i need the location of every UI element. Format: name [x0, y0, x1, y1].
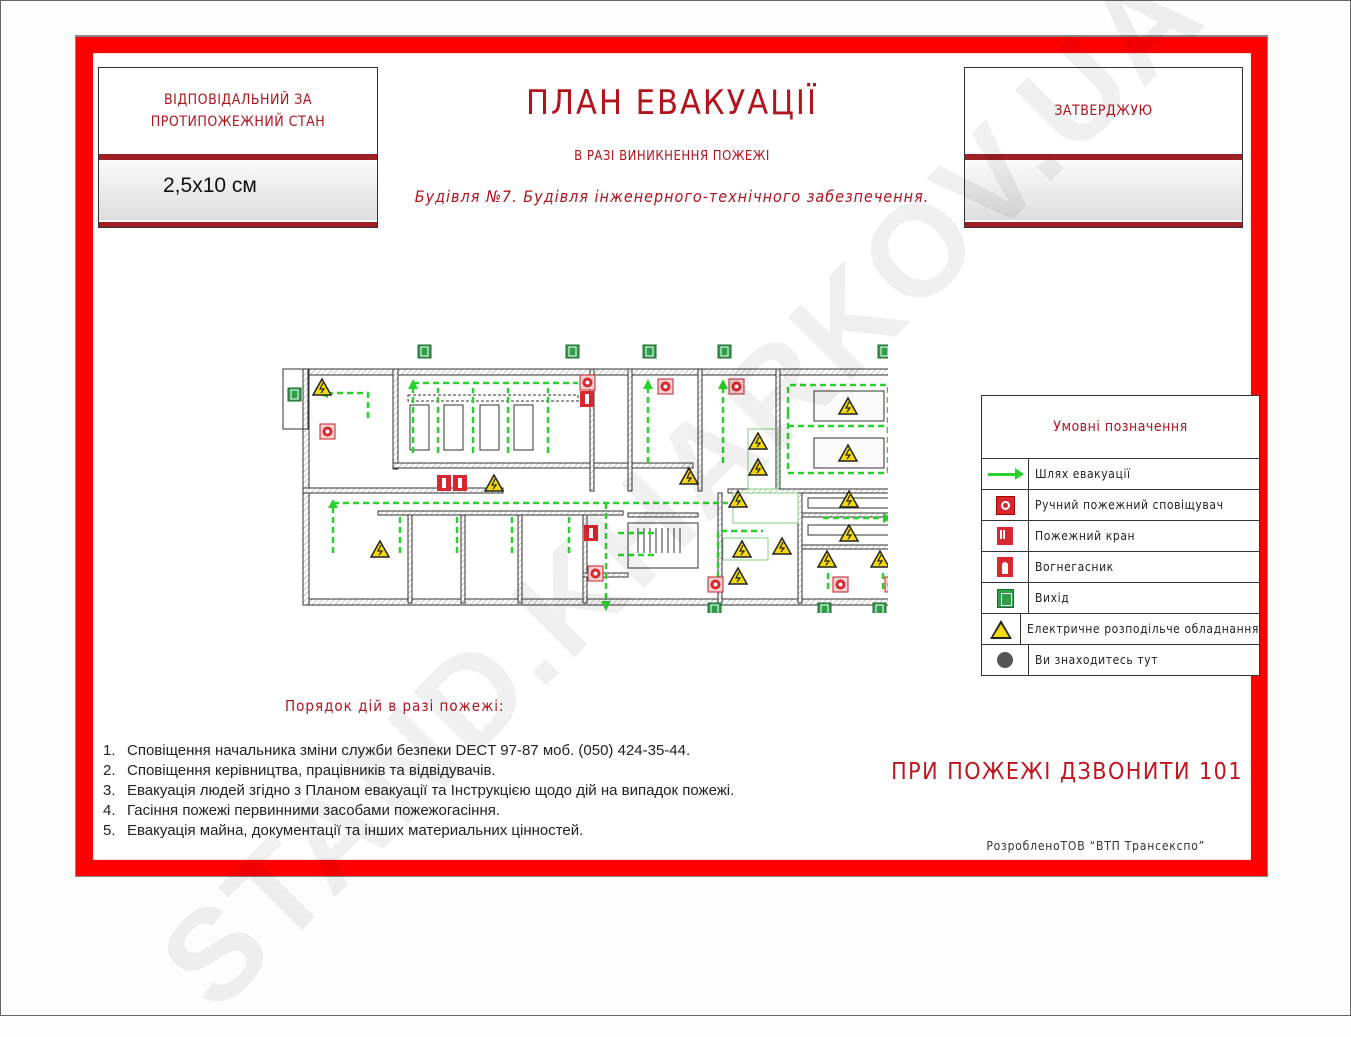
- procedure-step: 1.Сповіщення начальника зміни служби без…: [103, 742, 691, 759]
- poster-frame: ВІДПОВІДАЛЬНИЙ ЗА ПРОТИПОЖЕЖНИЙ СТАН 2,5…: [75, 35, 1268, 877]
- fire-extinguisher-icon: [997, 557, 1013, 577]
- legend-label: Вогнегасник: [1035, 560, 1114, 574]
- legend-table: Умовні позначення Шлях евакуації Ручний …: [981, 395, 1260, 676]
- procedure-steps: 1.Сповіщення начальника зміни служби без…: [103, 741, 734, 841]
- page-title: ПЛАН ЕВАКУАЦІЇ: [526, 83, 818, 123]
- procedure-step: 5.Евакуація майна, документації та інших…: [103, 822, 584, 839]
- responsible-label: ВІДПОВІДАЛЬНИЙ ЗА ПРОТИПОЖЕЖНИЙ СТАН: [99, 68, 377, 154]
- poster-body: ВІДПОВІДАЛЬНИЙ ЗА ПРОТИПОЖЕЖНИЙ СТАН 2,5…: [93, 53, 1260, 860]
- procedure-step: 4.Гасіння пожежі первинними засобами пож…: [103, 802, 501, 819]
- legend-row-fire-hose: Пожежний кран: [982, 521, 1259, 552]
- legend-label: Ручний пожежний сповіщувач: [1035, 498, 1224, 512]
- you-are-here-icon: [997, 652, 1013, 668]
- name-plate-slot: 2,5х10 см: [99, 160, 377, 220]
- developer-credit: РозробленоТОВ “ВТП Трансекспо”: [986, 839, 1205, 853]
- legend-label: Вихід: [1035, 591, 1070, 605]
- responsible-label-line2: ПРОТИПОЖЕЖНИЙ СТАН: [150, 114, 326, 130]
- bottom-bar: [965, 222, 1242, 227]
- approval-box: ЗАТВЕРДЖУЮ: [964, 67, 1243, 228]
- legend-row-evacuation-route: Шлях евакуації: [982, 459, 1259, 490]
- legend-row-extinguisher: Вогнегасник: [982, 552, 1259, 583]
- legend-title: Умовні позначення: [982, 396, 1259, 459]
- legend-row-exit: Вихід: [982, 583, 1259, 614]
- legend-label: Електричне розподільче обладнання: [1027, 622, 1259, 636]
- signature-slot: [965, 160, 1242, 220]
- legend-label: Шлях евакуації: [1035, 467, 1131, 481]
- responsible-label-line1: ВІДПОВІДАЛЬНИЙ ЗА: [163, 92, 312, 108]
- plate-size-text: 2,5х10 см: [163, 174, 257, 197]
- manual-fire-alarm-icon: [995, 495, 1015, 515]
- responsible-person-box: ВІДПОВІДАЛЬНИЙ ЗА ПРОТИПОЖЕЖНИЙ СТАН 2,5…: [98, 67, 378, 228]
- exit-icon: [996, 588, 1014, 608]
- legend-label: Ви знаходитесь тут: [1035, 653, 1159, 667]
- legend-row-you-are-here: Ви знаходитесь тут: [982, 645, 1259, 675]
- procedure-step: 3.Евакуація людей згідно з Планом евакуа…: [103, 782, 735, 799]
- divider-bar: [965, 154, 1242, 160]
- approval-label: ЗАТВЕРДЖУЮ: [1054, 103, 1153, 119]
- emergency-call-text: ПРИ ПОЖЕЖІ ДЗВОНИТИ 101: [891, 759, 1243, 785]
- legend-row-electrical: Електричне розподільче обладнання: [982, 614, 1259, 645]
- electrical-hazard-icon: [990, 619, 1013, 639]
- floor-plan: [282, 344, 888, 613]
- fire-hose-icon: [997, 527, 1013, 545]
- divider-bar: [99, 154, 377, 160]
- legend-label: Пожежний кран: [1035, 529, 1136, 543]
- procedure-step: 2.Сповіщення керівництва, працівників та…: [103, 762, 496, 779]
- procedure-title: Порядок дій в разі пожежі:: [285, 697, 505, 715]
- legend-row-fire-alarm: Ручний пожежний сповіщувач: [982, 490, 1259, 521]
- page-subtitle: В РАЗІ ВИНИКНЕННЯ ПОЖЕЖІ: [574, 149, 770, 164]
- building-name: Будівля №7. Будівля інженерного-технічно…: [414, 187, 930, 206]
- evacuation-arrow-icon: [988, 467, 1024, 480]
- bottom-bar: [99, 222, 377, 227]
